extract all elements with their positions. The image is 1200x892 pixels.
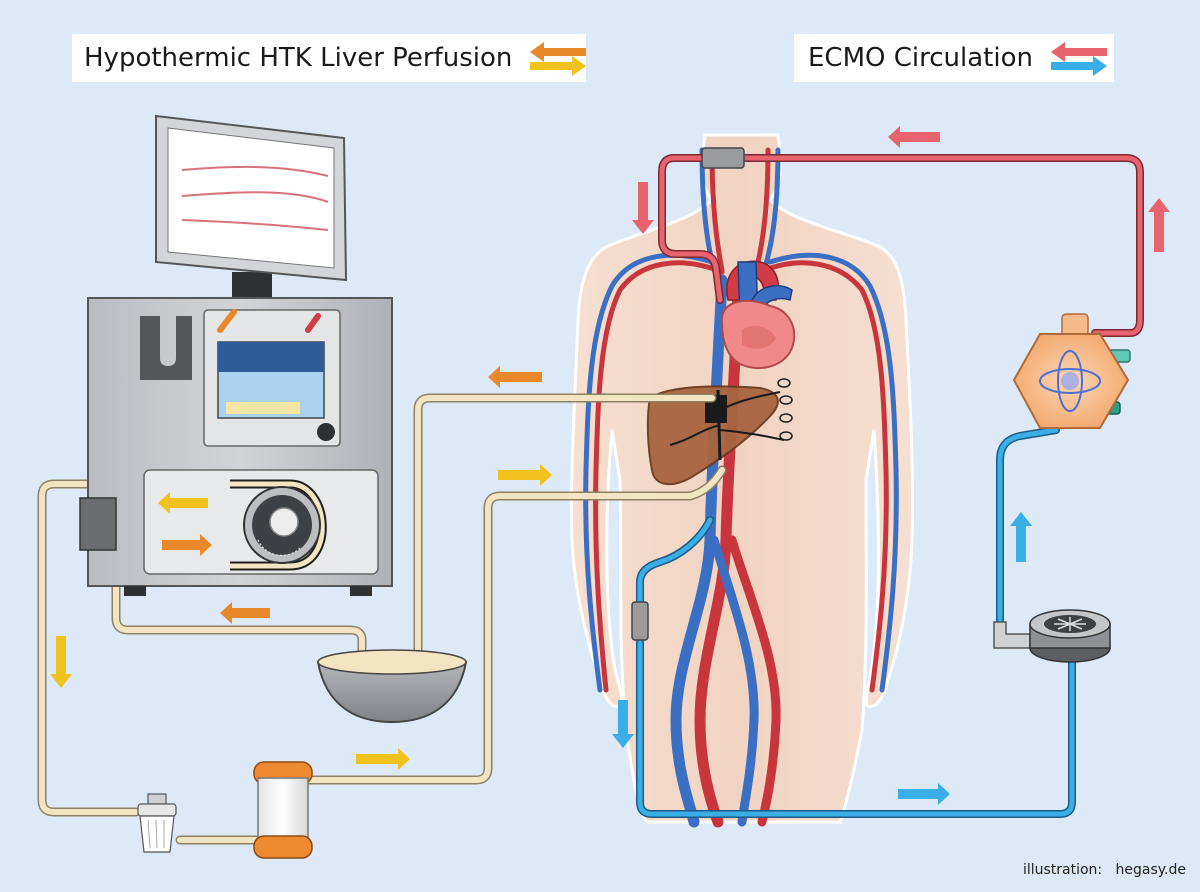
roller-pump-icon <box>230 479 327 571</box>
human-body <box>570 133 915 824</box>
flow-arrow-icon <box>1050 42 1107 62</box>
legend-ecmo-arrows <box>1050 42 1107 76</box>
flow-arrow-icon <box>632 182 654 234</box>
liver-body <box>646 385 779 486</box>
bubble-trap-lid <box>137 803 177 817</box>
roller-pump-direction <box>257 539 301 557</box>
monitor-trace-1 <box>181 165 329 177</box>
temperature-probe-red <box>305 313 321 333</box>
illustration-credit: illustration: hegasy.de <box>1023 862 1186 878</box>
monitor-icon <box>155 114 348 308</box>
flow-arrow-icon <box>530 56 586 76</box>
filter-icon <box>253 761 313 859</box>
body-silhouette <box>570 133 915 824</box>
control-knob <box>317 423 335 441</box>
ecmo-neck-connector <box>701 147 745 169</box>
credit-label: illustration: <box>1022 862 1103 878</box>
oxygenator-port-top <box>1061 313 1089 337</box>
legend-ecmo: ECMO Circulation <box>794 34 1114 82</box>
oxygenator-icon <box>1012 313 1131 429</box>
legend-htk: Hypothermic HTK Liver Perfusion <box>72 34 586 82</box>
monitor-trace-2 <box>181 191 329 203</box>
ecmo-venous-line-fill <box>637 427 1075 817</box>
ecmo-arterial-line-fill <box>659 155 1143 336</box>
flow-arrow-icon <box>530 42 586 62</box>
liver-icon <box>646 378 793 486</box>
flow-arrow-icon <box>1148 198 1170 252</box>
ecmo-circuit <box>631 147 1144 818</box>
credit-author: hegasy.de <box>1115 862 1187 878</box>
pump-vanes <box>1054 617 1086 631</box>
machine-foot-right <box>350 586 372 596</box>
flow-arrow-icon <box>356 748 410 770</box>
heart-shading <box>742 325 776 349</box>
legend-htk-arrows <box>530 42 586 76</box>
legend-ecmo-title: ECMO Circulation <box>808 43 1033 73</box>
flow-arrow-icon <box>488 366 542 388</box>
temperature-probe-orange <box>217 309 237 333</box>
jugular-vein-right <box>761 147 781 273</box>
oxygenator-core <box>1061 372 1079 390</box>
pump-elbow <box>993 621 1031 649</box>
flow-arrows <box>50 126 1170 805</box>
flow-arrow-icon <box>50 636 72 688</box>
bubble-trap-cap <box>147 793 167 805</box>
bubble-trap-ribs <box>147 819 165 849</box>
filter-body <box>257 777 309 841</box>
perfusion-machine <box>79 114 393 596</box>
bowl-body <box>316 661 468 724</box>
subclavian-right <box>757 260 889 693</box>
monitor-trace-3 <box>181 219 329 231</box>
ecmo-venous-connector <box>631 601 649 641</box>
htk-pump-outflow-line-fill <box>39 481 259 843</box>
machine-foot-left <box>124 586 146 596</box>
flow-arrow-icon <box>498 464 552 486</box>
liver-ligatures <box>777 378 793 441</box>
oxygenator-membrane-v <box>1057 350 1083 412</box>
flow-arrow-icon <box>612 700 634 748</box>
filter-cap-bottom <box>253 835 313 859</box>
carotid-artery-right <box>753 147 771 273</box>
bubble-trap-icon <box>137 793 177 853</box>
flow-arrow-icon <box>1010 512 1032 562</box>
control-screen-header <box>218 342 324 372</box>
roller-pump-raceway-fill <box>230 481 325 569</box>
htk-supply-line-fill <box>305 467 725 783</box>
heart-icon <box>720 260 796 369</box>
roller-pump-hub <box>269 507 299 537</box>
flow-arrow-icon <box>1050 56 1107 76</box>
subclavian-vein-right <box>767 252 899 693</box>
flow-arrow-icon <box>898 783 950 805</box>
flow-arrow-icon <box>162 534 212 556</box>
vena-cava-right-branch <box>709 535 759 827</box>
flow-arrow-icon <box>158 492 208 514</box>
side-connector <box>79 497 117 551</box>
htk-return-line-fill <box>415 395 715 663</box>
centrifugal-pump-icon <box>993 609 1111 663</box>
flow-arrow-icon <box>220 602 270 624</box>
bowl-fluid <box>317 649 467 675</box>
aorta-right-branch <box>727 535 781 827</box>
oxygenator-membrane-h <box>1039 368 1101 394</box>
flow-arrow-icon <box>888 126 940 148</box>
reservoir-bowl-icon <box>316 649 468 724</box>
tube-holder <box>140 316 192 380</box>
monitor-screen <box>167 127 335 269</box>
control-screen-bar <box>226 402 300 414</box>
legend-htk-title: Hypothermic HTK Liver Perfusion <box>84 43 513 73</box>
